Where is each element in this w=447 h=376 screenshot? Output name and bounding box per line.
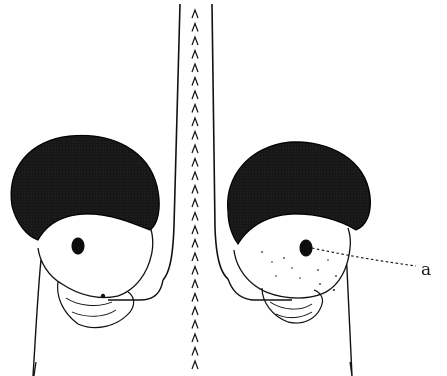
right-outer-wall [346, 248, 352, 376]
stalk-chevron [192, 213, 198, 221]
stalk-left-edge [163, 4, 180, 280]
right-dark-cap [228, 142, 371, 244]
stalk-chevron [192, 334, 198, 342]
stalk-chevron [192, 64, 198, 72]
stalk-chevron [192, 91, 198, 99]
left-organ [11, 135, 163, 376]
left-small-dot [101, 294, 105, 298]
stalk-chevron [192, 240, 198, 248]
stalk-chevron [192, 132, 198, 140]
stalk-right-edge [212, 4, 228, 279]
stalk-chevron [192, 307, 198, 315]
stalk-chevron [192, 280, 198, 288]
stalk-chevron [192, 253, 198, 261]
stalk-chevron [192, 78, 198, 86]
stalk-chevron [192, 348, 198, 356]
stalk-chevron [192, 118, 198, 126]
stalk-chevron [192, 199, 198, 207]
pointer-a-label: a [421, 260, 431, 280]
left-eye-spot [72, 238, 85, 255]
right-eye-spot [300, 240, 313, 257]
stalk-chevrons [192, 10, 198, 369]
left-bulb-body [38, 226, 153, 298]
stalk-chevron [192, 24, 198, 32]
central-stalk [163, 4, 228, 369]
stalk-chevron [192, 159, 198, 167]
stalk-chevron [192, 226, 198, 234]
stalk-chevron [192, 145, 198, 153]
left-outer-wall [33, 250, 42, 376]
left-lower-fold-inner [66, 298, 116, 316]
stalk-chevron [192, 10, 198, 18]
stalk-chevron [192, 321, 198, 329]
stalk-chevron [192, 186, 198, 194]
stalk-chevron [192, 294, 198, 302]
left-dark-cap [11, 135, 159, 240]
stalk-chevron [192, 361, 198, 369]
stalk-chevron [192, 105, 198, 113]
stalk-chevron [192, 172, 198, 180]
right-bulb-body [234, 228, 350, 298]
right-organ [228, 142, 371, 376]
stalk-chevron [192, 37, 198, 45]
stalk-chevron [192, 267, 198, 275]
stalk-chevron [192, 51, 198, 59]
